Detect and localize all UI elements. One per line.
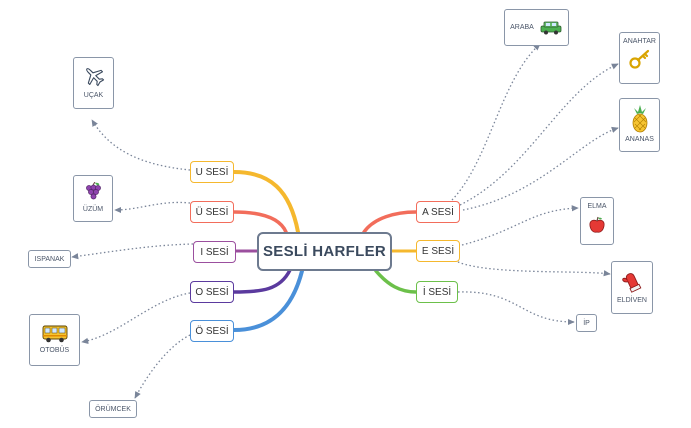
leaf-eldiven[interactable]: ELDİVEN — [611, 261, 653, 314]
airplane-icon — [85, 68, 104, 87]
leaf-araba[interactable]: ARABA — [504, 9, 569, 46]
link-e-eldiven — [457, 261, 611, 277]
leaf-elma[interactable]: ELMA — [580, 197, 614, 245]
branch-line-i-dot — [374, 269, 418, 294]
leaf-otobus-label: OTOBÜS — [39, 347, 70, 354]
link-idot-ip — [457, 291, 575, 326]
link-ouml-orumcek — [134, 334, 191, 399]
leaf-ip[interactable]: İP — [576, 314, 597, 332]
apple-icon — [589, 216, 605, 233]
link-a-anahtar — [459, 63, 619, 206]
branch-e[interactable]: E SESİ — [416, 240, 460, 262]
branch-i-dotless[interactable]: I SESİ — [193, 241, 236, 263]
link-o-otobus — [81, 292, 191, 344]
link-uuml-uzum — [114, 201, 191, 214]
branch-a[interactable]: A SESİ — [416, 201, 460, 223]
link-a-araba — [451, 43, 541, 201]
leaf-ananas[interactable]: ANANAS — [619, 98, 660, 152]
link-u-ucak — [91, 119, 191, 171]
leaf-orumcek[interactable]: ÖRÜMCEK — [89, 400, 137, 418]
leaf-ispanak[interactable]: ISPANAK — [28, 250, 71, 268]
key-icon — [628, 49, 649, 69]
leaf-anahtar-label: ANAHTAR — [623, 38, 656, 45]
leaf-ananas-label: ANANAS — [625, 136, 654, 143]
branch-u[interactable]: U SESİ — [190, 161, 234, 183]
branch-line-u — [232, 170, 300, 234]
leaf-ip-label: İP — [583, 319, 590, 327]
leaf-otobus[interactable]: OTOBÜS — [29, 314, 80, 366]
branch-o[interactable]: O SESİ — [190, 281, 234, 303]
mitten-icon — [622, 273, 642, 293]
central-topic[interactable]: SESLİ HARFLER — [257, 232, 392, 271]
leaf-orumcek-label: ÖRÜMCEK — [95, 405, 131, 413]
leaf-eldiven-label: ELDİVEN — [617, 297, 647, 304]
bus-icon — [42, 325, 67, 343]
branch-o-uml[interactable]: Ö SESİ — [190, 320, 234, 342]
branch-u-uml[interactable]: Ü SESİ — [190, 201, 234, 223]
branch-line-o-uml — [232, 269, 304, 332]
car-icon — [540, 21, 562, 34]
grapes-icon — [86, 182, 101, 200]
link-e-elma — [461, 205, 579, 246]
link-idotless-ispanak — [71, 243, 194, 260]
leaf-uzum[interactable]: ÜZÜM — [73, 175, 113, 222]
leaf-anahtar[interactable]: ANAHTAR — [619, 32, 660, 84]
leaf-uzum-label: ÜZÜM — [82, 206, 104, 213]
branch-line-a — [362, 210, 418, 234]
leaf-elma-label: ELMA — [587, 203, 607, 210]
branch-i-dot[interactable]: İ SESİ — [416, 281, 458, 303]
leaf-ucak[interactable]: UÇAK — [73, 57, 114, 109]
leaf-ucak-label: UÇAK — [83, 92, 104, 99]
pineapple-icon — [632, 105, 647, 133]
branch-line-o — [232, 268, 292, 294]
leaf-araba-label: ARABA — [510, 24, 534, 31]
leaf-ispanak-label: ISPANAK — [34, 255, 65, 263]
branch-line-u-uml — [232, 210, 288, 234]
